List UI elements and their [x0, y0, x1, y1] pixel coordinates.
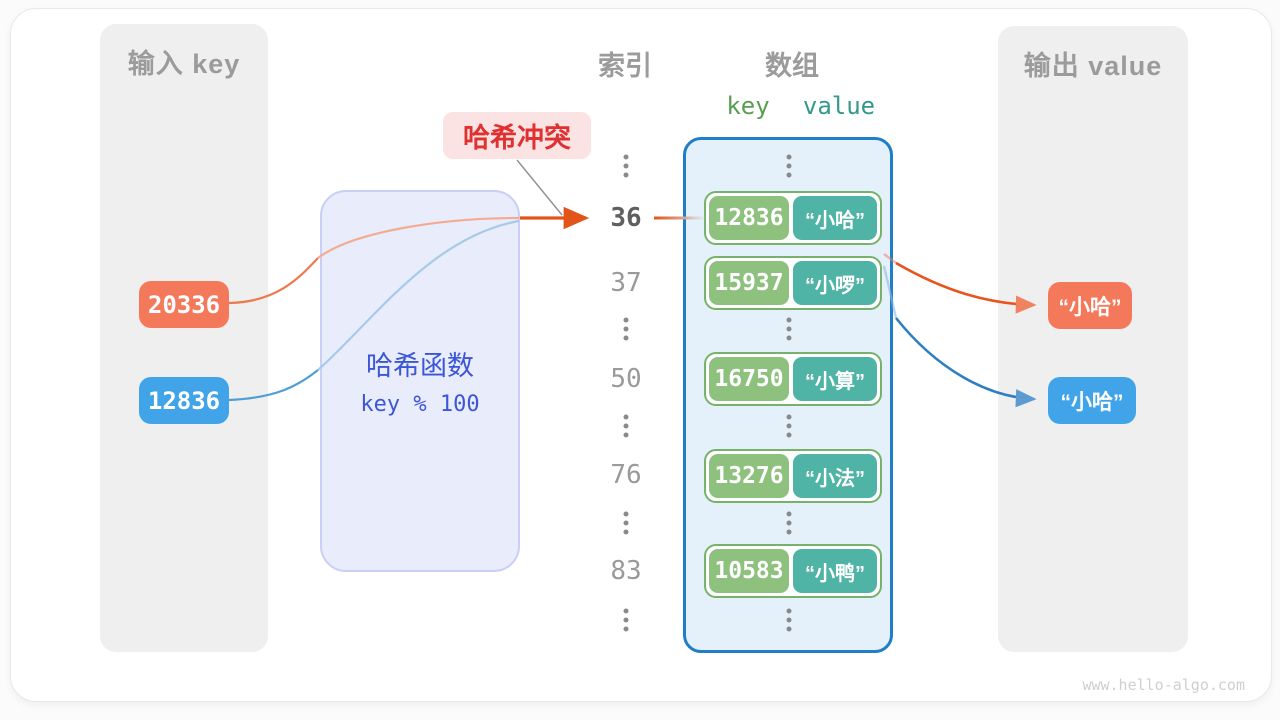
array-value-cell: “小法” — [793, 454, 877, 498]
index-76: 76 — [610, 460, 642, 490]
array-key-cell: 16750 — [709, 357, 789, 401]
ellipsis-dots — [623, 608, 629, 632]
output-value-panel — [998, 26, 1188, 652]
array-row: 13276 “小法” — [704, 449, 882, 503]
input-key-panel — [100, 24, 268, 652]
array-key-cell: 10583 — [709, 549, 789, 593]
index-83: 83 — [610, 556, 642, 586]
array-value-header: value — [802, 92, 876, 120]
array-value-cell: “小啰” — [793, 261, 877, 305]
ellipsis-dots — [786, 317, 792, 341]
index-36: 36 — [610, 203, 642, 233]
index-37: 37 — [610, 268, 642, 298]
input-panel-title: 输入 key — [127, 49, 241, 79]
output-value-blue: “小哈” — [1048, 377, 1136, 424]
input-key-12836: 12836 — [139, 377, 229, 424]
array-row: 15937 “小啰” — [704, 256, 882, 310]
array-column-title: 数组 — [765, 51, 819, 81]
array-row: 12836 “小哈” — [704, 191, 882, 245]
output-panel-title: 输出 value — [1023, 51, 1163, 81]
array-value-cell: “小哈” — [793, 196, 877, 240]
ellipsis-dots — [623, 511, 629, 535]
ellipsis-dots — [786, 154, 792, 178]
hash-function-formula: key % 100 — [360, 392, 480, 417]
array-key-cell: 13276 — [709, 454, 789, 498]
ellipsis-dots — [623, 317, 629, 341]
watermark: www.hello-algo.com — [1082, 676, 1245, 694]
array-key-header: key — [726, 92, 770, 120]
ellipsis-dots — [623, 154, 629, 178]
index-50: 50 — [610, 364, 642, 394]
array-key-cell: 15937 — [709, 261, 789, 305]
index-column-title: 索引 — [598, 51, 652, 81]
array-value-cell: “小算” — [793, 357, 877, 401]
input-key-20336: 20336 — [139, 281, 229, 328]
array-value-cell: “小鸭” — [793, 549, 877, 593]
ellipsis-dots — [786, 511, 792, 535]
array-row: 10583 “小鸭” — [704, 544, 882, 598]
array-key-cell: 12836 — [709, 196, 789, 240]
output-value-orange: “小哈” — [1048, 282, 1132, 329]
ellipsis-dots — [786, 608, 792, 632]
hash-function-title: 哈希函数 — [366, 351, 474, 381]
ellipsis-dots — [786, 414, 792, 438]
array-row: 16750 “小算” — [704, 352, 882, 406]
hash-collision-label: 哈希冲突 — [443, 112, 591, 159]
ellipsis-dots — [623, 414, 629, 438]
